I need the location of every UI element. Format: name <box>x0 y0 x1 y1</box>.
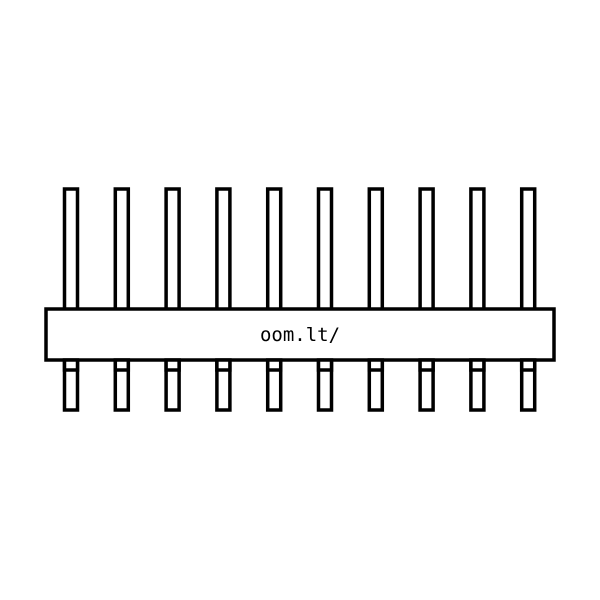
pin-top-6 <box>316 187 334 321</box>
pin-collar-8 <box>418 358 435 372</box>
header-label: oom.lt/ <box>260 324 340 346</box>
pin-collar-6 <box>316 358 334 372</box>
pins-top-group <box>62 187 537 321</box>
pin-top-9 <box>469 187 486 321</box>
pin-collar-5 <box>265 358 283 372</box>
pin-top-10 <box>519 187 537 321</box>
pin-collar-10 <box>519 358 537 372</box>
pin-top-2 <box>113 187 131 321</box>
pin-collar-7 <box>367 358 385 372</box>
pin-collar-4 <box>215 358 232 372</box>
pin-top-4 <box>215 187 232 321</box>
pin-collar-9 <box>469 358 486 372</box>
pin-top-7 <box>367 187 385 321</box>
pin-collar-3 <box>164 358 181 372</box>
header-body <box>44 307 556 362</box>
pin-collars-group <box>62 358 537 372</box>
pin-top-5 <box>265 187 283 321</box>
pin-top-3 <box>164 187 181 321</box>
pin-collar-2 <box>113 358 131 372</box>
pin-top-1 <box>62 187 80 321</box>
pin-collar-1 <box>62 358 80 372</box>
pin-top-8 <box>418 187 435 321</box>
pins-bottom-group <box>62 359 537 412</box>
